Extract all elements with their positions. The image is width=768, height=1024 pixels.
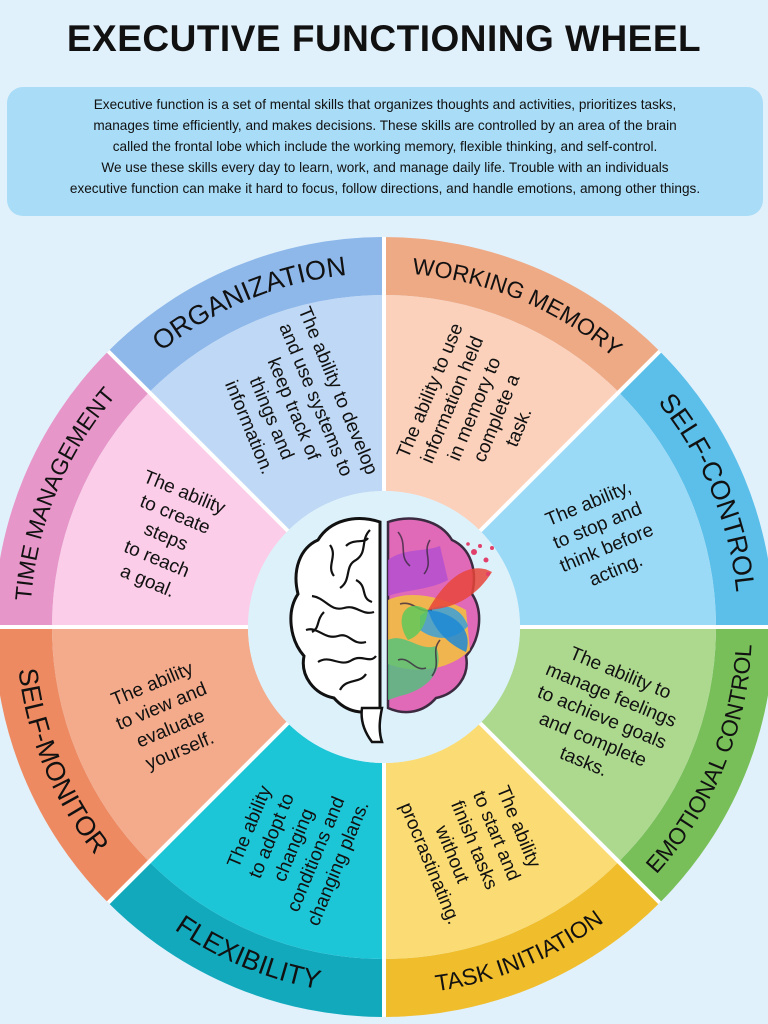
- organization-inner-panel: [149, 295, 384, 531]
- working-memory-inner-panel: [384, 295, 619, 531]
- time-management-inner-panel: [52, 392, 288, 627]
- self-monitor-outer-band: [0, 627, 150, 903]
- time-management-outer-band: [0, 351, 150, 627]
- emotional-control-outer-band: [618, 627, 768, 903]
- intro-line: executive function can make it hard to f…: [69, 181, 701, 196]
- task-initiation-inner-panel: [384, 723, 619, 959]
- flexibility-inner-panel: [149, 723, 384, 959]
- page-title: EXECUTIVE FUNCTIONING WHEEL: [66, 18, 702, 59]
- segment-divider: [106, 720, 291, 905]
- segment-divider: [477, 720, 662, 905]
- intro-line: called the frontal lobe which include th…: [112, 139, 658, 154]
- self-monitor-inner-panel: [51, 627, 288, 862]
- self-control-outer-band: [618, 351, 768, 627]
- brain-icon: [289, 517, 494, 744]
- emotional-control-inner-panel: [480, 627, 716, 862]
- working-memory-outer-band: [384, 237, 660, 393]
- self-control-inner-panel: [480, 392, 716, 627]
- flexibility-outer-band: [108, 861, 384, 1017]
- segment-divider: [477, 349, 662, 534]
- intro-line: Executive function is a set of mental sk…: [93, 97, 677, 112]
- intro-line: We use these skills every day to learn, …: [101, 160, 669, 175]
- organization-outer-band: [108, 237, 384, 393]
- segment-divider: [106, 349, 291, 534]
- intro-line: manages time efficiently, and makes deci…: [93, 118, 677, 133]
- task-initiation-outer-band: [384, 861, 660, 1017]
- intro-box: Executive function is a set of mental sk…: [7, 87, 763, 216]
